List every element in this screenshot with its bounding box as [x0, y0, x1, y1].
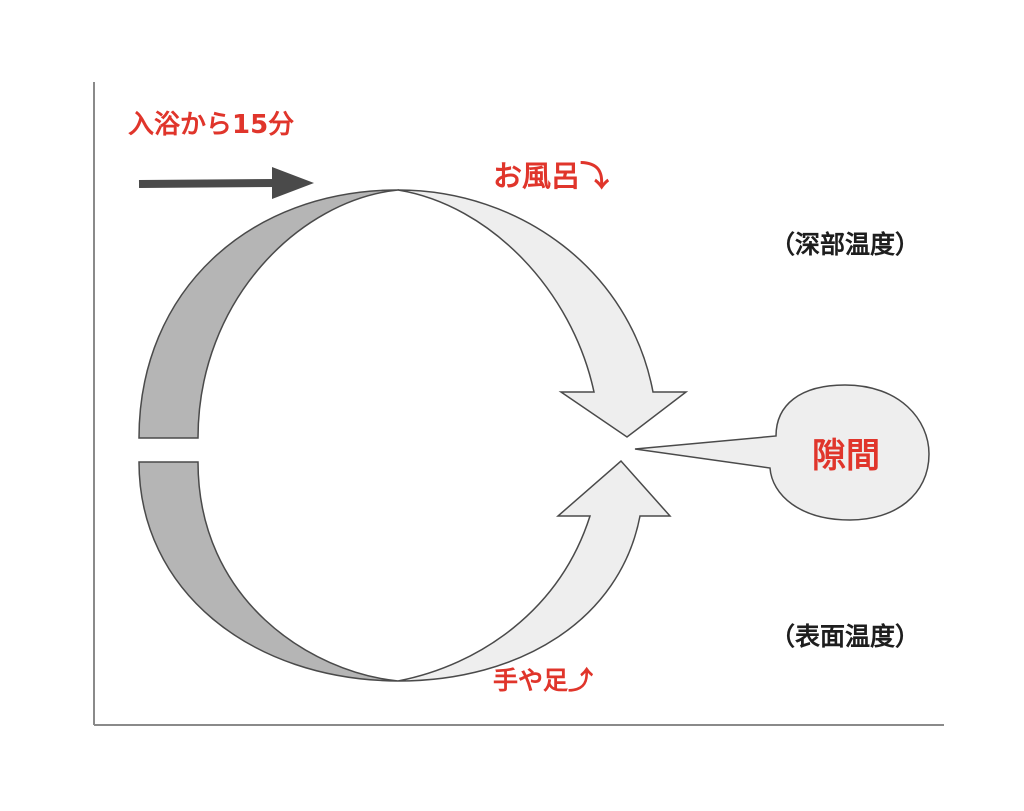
bath-15min-label: 入浴から15分 [128, 110, 295, 140]
upper-right-arrow [397, 189, 689, 438]
hands-feet-label: 手や足⤴ [493, 666, 594, 695]
lower-left-band [138, 461, 399, 682]
upper-left-band [138, 189, 399, 439]
surface-temperature-label: （表面温度） [770, 622, 921, 651]
gap-speech-bubble [634, 384, 930, 521]
gap-label: 隙間 [812, 436, 880, 476]
deep-temperature-label: （深部温度） [770, 230, 921, 259]
lower-right-arrow [397, 459, 672, 682]
start-arrow-head [272, 167, 314, 199]
start-arrow-shaft [138, 179, 277, 188]
bath-label: お風呂⤵ [493, 159, 610, 193]
